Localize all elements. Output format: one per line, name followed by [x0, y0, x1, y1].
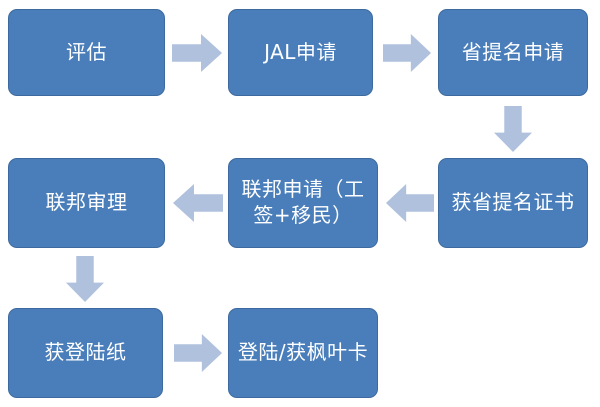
arrow-federal-application-to-review [173, 184, 223, 222]
arrow-federal-review-to-landing-paper [66, 256, 104, 302]
node-label: 评估 [66, 39, 107, 64]
node-federal-review: 联邦审理 [8, 158, 165, 248]
node-assessment: 评估 [8, 9, 165, 96]
arrow-jal-to-provincial-application [383, 34, 431, 72]
node-label: 登陆/获枫叶卡 [237, 340, 369, 365]
node-label: 联邦申请（工签+移民） [241, 177, 365, 227]
node-label: 获登陆纸 [44, 340, 127, 365]
node-label: 联邦审理 [45, 190, 128, 215]
arrow-assessment-to-jal [172, 34, 222, 72]
node-provincial-nomination-application: 省提名申请 [438, 9, 588, 96]
node-jal-application: JAL申请 [228, 9, 373, 96]
node-landing-maple-card: 登陆/获枫叶卡 [228, 308, 378, 398]
node-label: JAL申请 [264, 39, 337, 64]
node-provincial-nomination-certificate: 获省提名证书 [438, 158, 588, 248]
arrow-landing-paper-to-maple-card [174, 334, 222, 372]
arrow-provincial-application-to-certificate [494, 106, 532, 152]
node-landing-paper: 获登陆纸 [8, 308, 163, 398]
arrow-certificate-to-federal-application [386, 184, 434, 222]
node-federal-application: 联邦申请（工签+移民） [228, 158, 378, 248]
node-label: 获省提名证书 [451, 190, 575, 215]
node-label: 省提名申请 [461, 39, 565, 64]
